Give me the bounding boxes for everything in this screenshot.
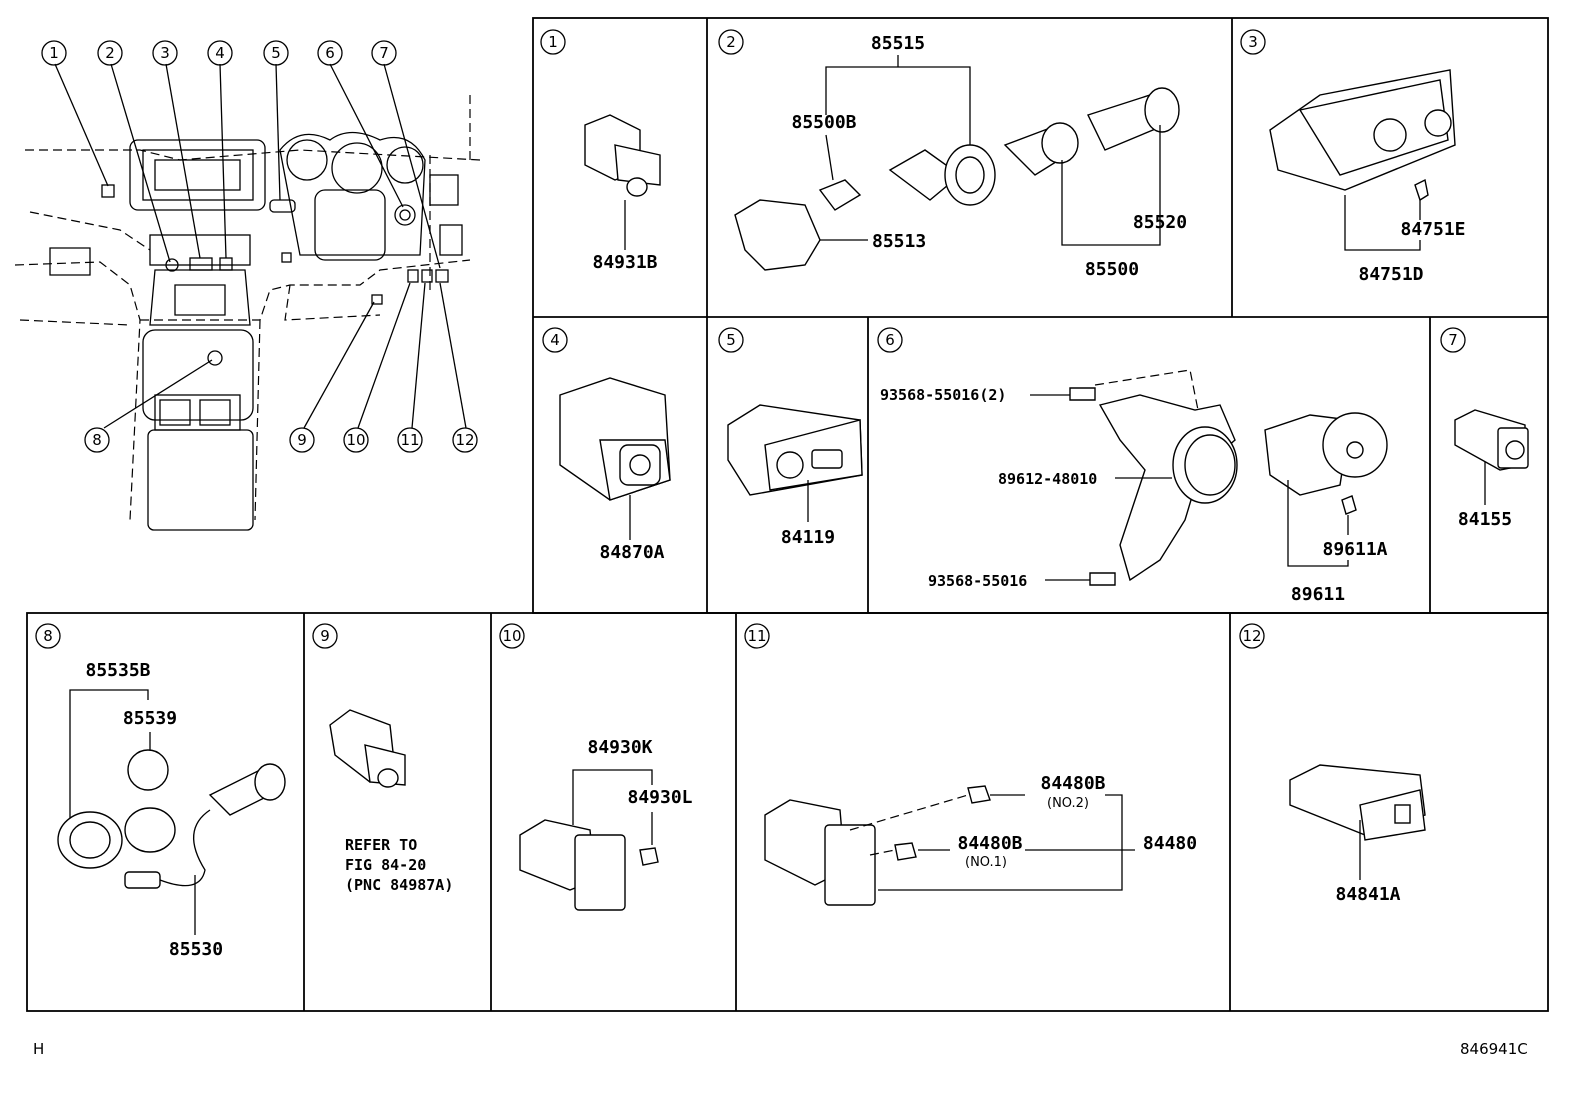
part-label: 85539 <box>123 708 177 729</box>
panel-1-number: 1 <box>548 33 558 51</box>
seat-heater-switch-part-icon <box>1269 69 1456 202</box>
part-label: 93568-55016(2) <box>880 386 1006 404</box>
panel-10: 10 84930K 84930L <box>499 623 693 911</box>
overview-callout-8: 8 <box>92 431 102 449</box>
panel-2: 2 85515 85500B 85513 85520 85500 <box>718 29 1187 280</box>
cigarette-lighter-part-icon <box>734 87 1180 271</box>
panel-4: 4 84870A <box>542 327 671 563</box>
part-label: 89611A <box>1322 539 1387 560</box>
part-label: 85520 <box>1133 212 1187 233</box>
part-label: 85500B <box>791 112 856 133</box>
switch-part-icon <box>329 709 406 788</box>
part-label: 84119 <box>781 527 835 548</box>
part-label: 84930L <box>627 787 692 808</box>
overview-callout-6: 6 <box>325 44 335 62</box>
panel-1: 1 84931B <box>540 29 661 273</box>
push-start-switch-part-icon <box>1264 412 1388 515</box>
panel-11-number: 11 <box>747 627 766 645</box>
overview-callout-3: 3 <box>160 44 170 62</box>
odometer-switch-part-icon <box>727 404 863 496</box>
panel-6: 6 93568-55016(2) 89612-48010 93568-55016… <box>877 327 1388 605</box>
reference-note-line-3: (PNC 84987A) <box>345 876 453 894</box>
panel-5-number: 5 <box>726 331 736 349</box>
panel-7-number: 7 <box>1448 331 1458 349</box>
part-label: 84751E <box>1400 219 1465 240</box>
part-qualifier: (NO.2) <box>1047 796 1089 811</box>
part-label: 85513 <box>872 231 926 252</box>
panel-6-number: 6 <box>885 331 895 349</box>
panel-2-number: 2 <box>726 33 736 51</box>
overview-callout-9: 9 <box>297 431 307 449</box>
part-label: 85515 <box>871 33 925 54</box>
overview-callout-4: 4 <box>215 44 225 62</box>
part-label: 84751D <box>1358 264 1423 285</box>
reference-note-line-1: REFER TO <box>345 836 417 854</box>
diagram-code: 846941C <box>1460 1040 1528 1058</box>
overview-callout-10: 10 <box>346 431 365 449</box>
mirror-switch-part-icon <box>559 377 671 501</box>
part-label: 84155 <box>1458 509 1512 530</box>
start-button-bracket-part-icon <box>1098 394 1238 582</box>
dashboard-overview: 1 2 3 4 5 6 7 8 9 10 11 12 <box>14 40 481 531</box>
power-outlet-part-icon <box>57 749 286 889</box>
part-label: 84480 <box>1143 833 1197 854</box>
part-label: 84480B <box>1040 773 1105 794</box>
panel-9-number: 9 <box>320 627 330 645</box>
panel-12-number: 12 <box>1242 627 1261 645</box>
panel-5: 5 84119 <box>718 327 863 548</box>
panel-8: 8 85535B 85539 85530 <box>35 623 286 960</box>
part-label: 84930K <box>587 737 652 758</box>
panel-3: 3 84751E 84751D <box>1240 29 1466 285</box>
panel-11: 11 84480B (NO.2) 84480B (NO.1) 84480 <box>744 623 1197 906</box>
part-label: 85535B <box>85 660 150 681</box>
part-label: 89611 <box>1291 584 1345 605</box>
overview-callout-2: 2 <box>105 44 115 62</box>
part-qualifier: (NO.1) <box>965 855 1007 870</box>
overview-callout-5: 5 <box>271 44 281 62</box>
part-label: 84480B <box>957 833 1022 854</box>
part-label: 84841A <box>1335 884 1400 905</box>
panel-12: 12 84841A <box>1239 623 1426 905</box>
part-label: 84870A <box>599 542 664 563</box>
overview-callout-12: 12 <box>455 431 474 449</box>
panel-3-number: 3 <box>1248 33 1258 51</box>
panel-10-number: 10 <box>502 627 521 645</box>
switch-part-icon <box>764 785 991 906</box>
overview-callout-11: 11 <box>400 431 419 449</box>
fuel-door-switch-part-icon <box>1289 764 1426 841</box>
panel-7: 7 84155 <box>1440 327 1529 530</box>
switch-part-icon <box>519 819 659 911</box>
panel-9: 9 REFER TO FIG 84-20 (PNC 84987A) <box>312 623 453 894</box>
reference-note-line-2: FIG 84-20 <box>345 856 426 874</box>
switch-part-icon <box>1454 409 1529 471</box>
panel-4-number: 4 <box>550 331 560 349</box>
panel-grid <box>26 17 1549 1012</box>
part-label: 84931B <box>592 252 657 273</box>
switch-part-icon <box>584 114 661 197</box>
part-label: 89612-48010 <box>998 470 1097 488</box>
overview-callout-1: 1 <box>49 44 59 62</box>
part-label: 93568-55016 <box>928 572 1027 590</box>
part-label: 85500 <box>1085 259 1139 280</box>
footer-left-code: H <box>33 1040 45 1058</box>
panel-8-number: 8 <box>43 627 53 645</box>
overview-callout-7: 7 <box>379 44 389 62</box>
part-label: 85530 <box>169 939 223 960</box>
